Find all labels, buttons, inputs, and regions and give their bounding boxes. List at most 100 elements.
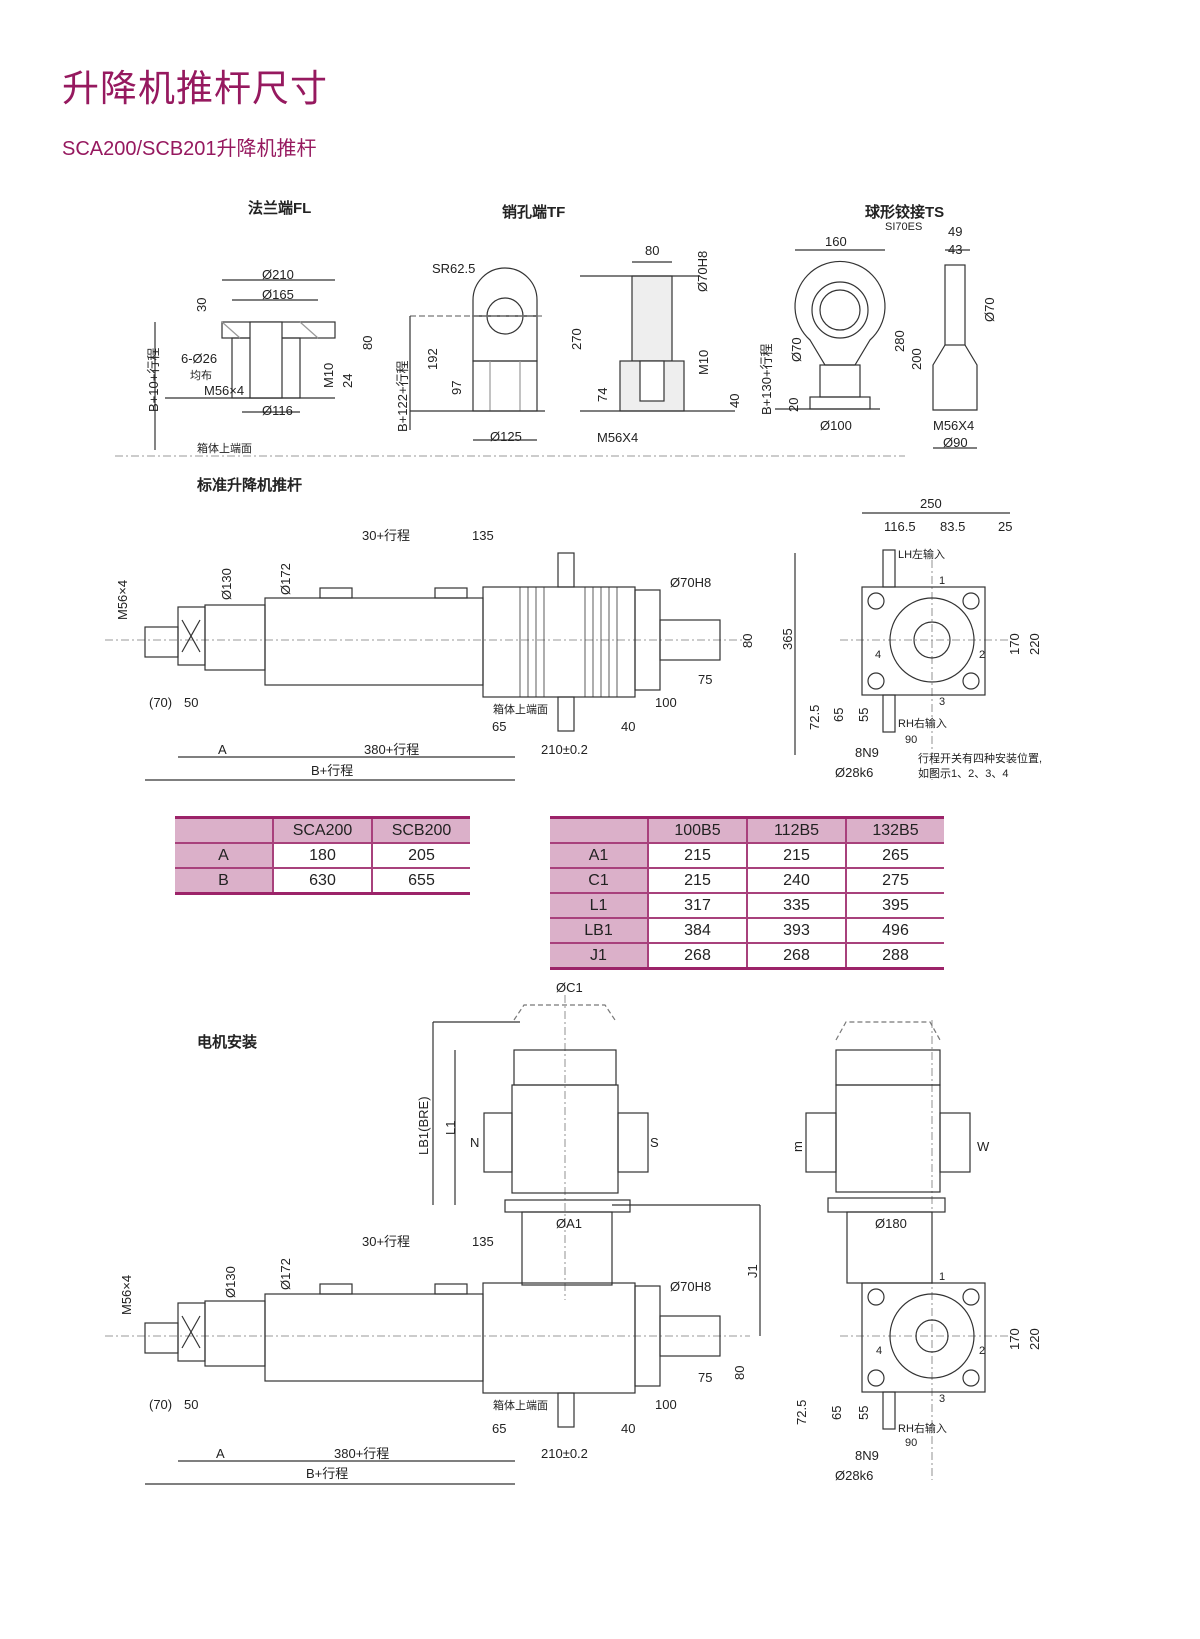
dimension-label: 均布 — [190, 370, 212, 382]
dimension-label: Ø180 — [875, 1216, 907, 1231]
table-cell: 384 — [647, 918, 747, 944]
dimension-label: 40 — [621, 719, 636, 734]
dimension-label: 220 — [1027, 633, 1042, 655]
dimension-label: A — [218, 742, 227, 757]
flange-end-drawing — [154, 279, 336, 450]
dimension-label: 49 — [948, 224, 963, 239]
dimension-label: 80 — [645, 243, 660, 258]
dimension-label: 55 — [856, 707, 871, 722]
dimension-label: 65 — [492, 1421, 507, 1436]
dimension-label: Ø90 — [943, 435, 968, 450]
pin-end-drawing — [409, 261, 735, 441]
dimension-label: S — [650, 1135, 659, 1150]
dimension-label: 1 — [939, 575, 946, 587]
dimension-label: ØA1 — [556, 1216, 583, 1231]
dimension-label: 83.5 — [940, 519, 966, 534]
dimension-label: LB1(BRE) — [416, 1096, 431, 1155]
dimension-label: 40 — [727, 393, 742, 408]
dimension-label: A — [216, 1446, 225, 1461]
dimension-label: 280 — [892, 330, 907, 352]
dimension-label: 80 — [732, 1365, 747, 1380]
dimension-label: 箱体上端面 — [197, 443, 252, 455]
dimension-label: 3 — [939, 1393, 946, 1405]
table-cell: 215 — [647, 868, 747, 894]
section-title-tf: 销孔端TF — [502, 204, 566, 221]
dimension-label: 170 — [1007, 633, 1022, 655]
dimension-label: 2 — [979, 649, 986, 661]
table-cell: 268 — [746, 943, 846, 969]
dimension-label: m — [790, 1141, 805, 1152]
section-title-fl: 法兰端FL — [248, 200, 312, 217]
table-cell: 240 — [746, 868, 846, 894]
dimension-label: 如图示1、2、3、4 — [918, 768, 1009, 780]
dimension-label: 90 — [905, 734, 918, 746]
dimension-label: J1 — [745, 1264, 760, 1278]
dimension-label: 80 — [740, 633, 755, 648]
table-cell: 265 — [845, 843, 944, 869]
dimension-label: B+行程 — [311, 763, 354, 778]
dimension-label: 30 — [194, 297, 209, 312]
dimension-label: Ø70H8 — [670, 575, 712, 590]
dimension-label: 97 — [449, 380, 464, 395]
dimension-label: 135 — [472, 1234, 494, 1249]
dimension-label: Ø210 — [262, 267, 294, 282]
table-cell: 215 — [647, 843, 747, 869]
dimension-label: ØC1 — [556, 980, 583, 995]
section-title-motor: 电机安装 — [197, 1034, 258, 1051]
section-subtitle-ts: SI70ES — [885, 221, 923, 233]
dimension-label: M10 — [696, 349, 711, 375]
dimension-label: Ø28k6 — [835, 1468, 874, 1483]
dimension-label: 200 — [909, 348, 924, 370]
dimension-label: 135 — [472, 528, 494, 543]
dimension-label: 75 — [698, 672, 713, 687]
dimension-label: 8N9 — [855, 745, 879, 760]
dimension-label: M56X4 — [597, 430, 639, 445]
dimension-label: 8N9 — [855, 1448, 879, 1463]
dimension-label: 365 — [780, 628, 795, 650]
dimension-label: Ø28k6 — [835, 765, 874, 780]
dimension-label: M56X4 — [933, 418, 975, 433]
table-cell: 496 — [845, 918, 944, 944]
side-view-drawing — [794, 512, 1010, 755]
dimension-label: 24 — [340, 373, 355, 388]
table-header-cell — [550, 817, 648, 844]
table-header-cell: 112B5 — [746, 817, 846, 844]
dimension-label: L1 — [443, 1120, 458, 1135]
dimension-label: 72.5 — [807, 704, 822, 730]
dimension-label: 80 — [360, 335, 375, 350]
dimension-label: 3 — [939, 696, 946, 708]
dimension-label: W — [977, 1139, 990, 1154]
dimension-label: Ø70H8 — [695, 250, 710, 292]
dimension-label: 170 — [1007, 1328, 1022, 1350]
dimension-label: Ø130 — [219, 568, 234, 600]
dimension-label: 箱体上端面 — [493, 704, 548, 716]
dimension-label: B+130+行程 — [759, 343, 774, 415]
table-cell: 268 — [647, 943, 747, 969]
table-cell: 317 — [647, 893, 747, 919]
dimension-label: Ø130 — [223, 1266, 238, 1298]
spherical-joint-drawing — [775, 249, 978, 449]
dimension-label: 100 — [655, 695, 677, 710]
dimension-label: M56×4 — [119, 1274, 134, 1315]
dimension-label: 25 — [998, 519, 1013, 534]
dimension-label: 行程开关有四种安装位置, — [918, 753, 1043, 765]
dimension-label: M56×4 — [115, 579, 130, 620]
dimension-label: 50 — [184, 1397, 199, 1412]
dimension-label: B+122+行程 — [395, 360, 410, 432]
dimension-label: 4 — [876, 1345, 883, 1357]
dimension-label: 20 — [786, 397, 801, 412]
dimension-label: Ø172 — [278, 1258, 293, 1290]
dimension-label: 100 — [655, 1397, 677, 1412]
dimension-label: RH右输入 — [898, 718, 947, 730]
dimension-label: B+10+行程 — [146, 347, 161, 412]
section-title-ts: 球形铰接TS — [865, 204, 945, 221]
dimension-label: Ø116 — [262, 403, 293, 418]
dimension-label: Ø165 — [262, 287, 294, 302]
